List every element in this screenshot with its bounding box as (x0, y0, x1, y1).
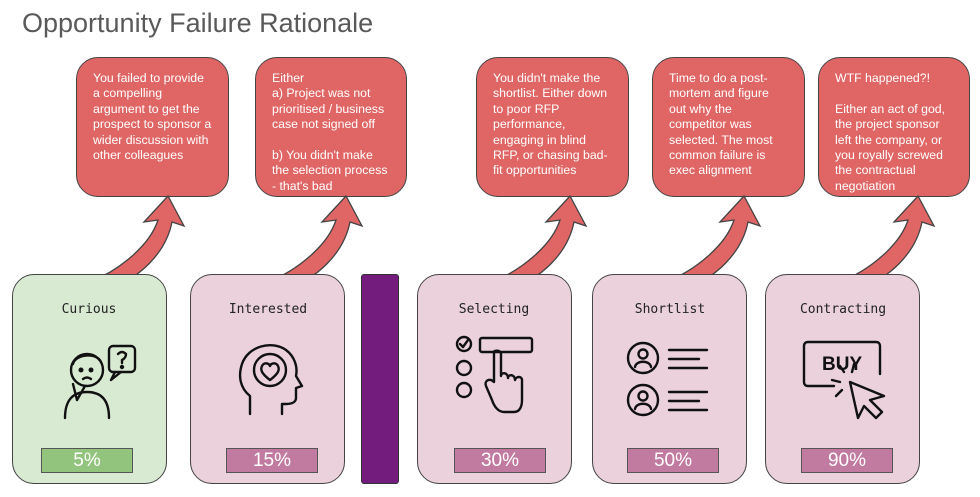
rationale-text: Time to do a post-mortem and figure out … (669, 71, 773, 178)
percent-badge-contracting: 90% (801, 448, 893, 473)
percent-badge-selecting: 30% (454, 448, 546, 473)
stage-label-curious: Curious (61, 302, 117, 317)
rationale-text: WTF happened?! Either an act of god, the… (835, 71, 946, 193)
rationale-text: You didn't make the shortlist. Either do… (493, 71, 608, 178)
stage-label-interested: Interested (228, 302, 308, 317)
rationale-bubble-final: WTF happened?! Either an act of god, the… (818, 57, 970, 197)
percent-badge-shortlist: 50% (627, 448, 719, 473)
candidate-list-icon (626, 341, 709, 417)
stage-label-shortlist: Shortlist (634, 302, 706, 317)
rationale-text: You failed to provide a compelling argum… (93, 71, 212, 163)
confused-person-icon (63, 344, 137, 420)
svg-text:BUY: BUY (822, 354, 862, 375)
stage-label-selecting: Selecting (458, 302, 530, 317)
rationale-bubble-interested: You failed to provide a compelling argum… (76, 57, 229, 197)
rationale-text: Either a) Project was not prioritised / … (272, 71, 388, 193)
page-title: Opportunity Failure Rationale (22, 8, 374, 38)
rationale-bubble-selecting: Either a) Project was not prioritised / … (255, 57, 407, 197)
head-heart-icon (238, 344, 304, 416)
rationale-bubble-shortlist: You didn't make the shortlist. Either do… (476, 57, 629, 197)
checklist-select-icon (455, 335, 534, 414)
buy-click-icon: BUY (802, 340, 886, 420)
percent-badge-interested: 15% (226, 448, 318, 473)
stage-label-contracting: Contracting (799, 302, 887, 317)
rationale-bubble-contracting: Time to do a post-mortem and figure out … (652, 57, 805, 197)
stage-divider (361, 274, 399, 484)
percent-badge-curious: 5% (41, 448, 133, 473)
